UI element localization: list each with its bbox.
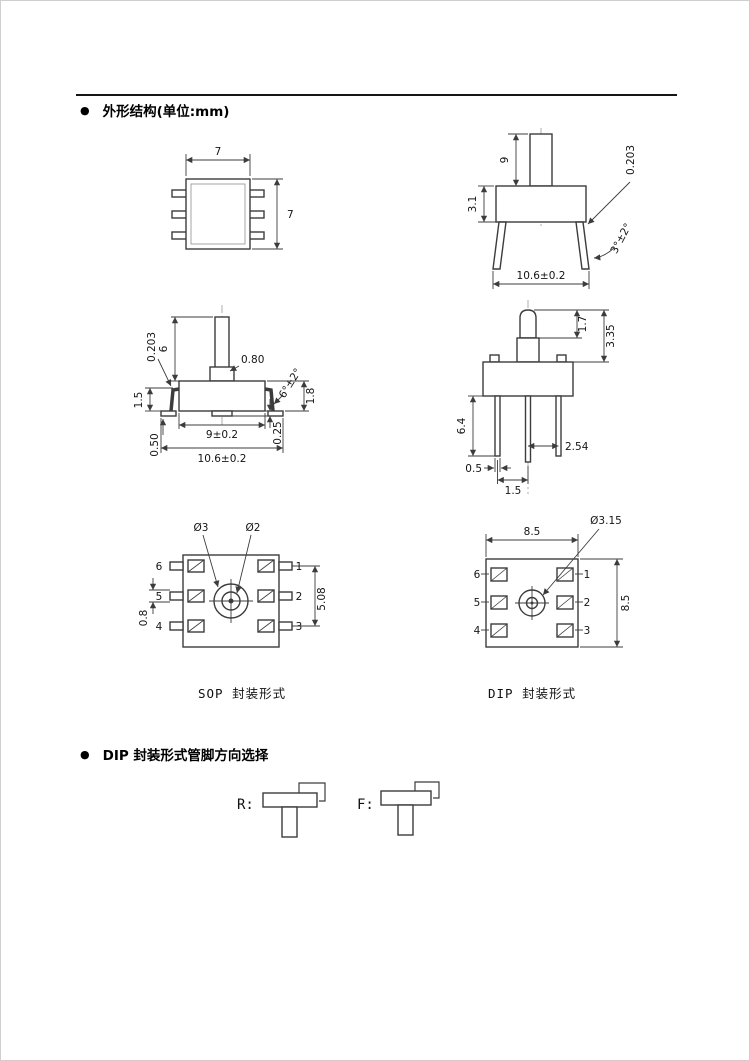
sop-side-body [160,316,284,417]
dim-sop-pedestal: 0.25 [272,421,284,444]
pin-number: 3 [296,621,303,633]
f-orientation-drawing: F: [357,781,440,836]
dim-dip-dia: Ø3.15 [590,515,622,527]
dim-sop-foot: 0.50 [149,433,161,456]
dim-dip-pitch: 2.54 [565,441,589,453]
sop-side-view-drawing: 0.203 6 0.80 6°±2° 1.8 1.5 0.50 9±0.2 [133,305,317,465]
bullet-icon: ● [80,747,90,761]
sop-bottom-view-drawing: Ø3 Ø2 6 5 4 1 2 3 0.8 5.08 [138,522,328,648]
dim-dip-offset: 1.5 [505,485,522,497]
dim-sop-shaft-height: 6 [158,345,170,352]
dim-sop-outer-dia: Ø3 [194,522,209,534]
dim-sop-inner-dia: Ø2 [246,522,261,534]
dim-dip-span: 10.6±0.2 [517,270,566,282]
dim-sop-pitch-span: 5.08 [316,587,328,610]
r-orientation-shape [262,782,326,838]
dim-dip-height: 8.5 [620,595,632,612]
outline-section-heading: ● 外形结构(单位:mm) [80,100,229,120]
dim-sop-lead-thickness: 0.203 [146,332,158,362]
dim-sop-top-width: 7 [215,146,222,158]
dip-bottom-body [485,558,579,648]
pin-number: 4 [156,621,163,633]
dim-sop-pad: 0.8 [138,610,150,627]
dim-dip-shaft-height: 9 [499,157,511,164]
dim-dip-body-height: 3.1 [467,196,479,213]
dim-sop-body-height: 1.8 [305,388,317,405]
dim-dip-shaft: 3.35 [605,324,617,347]
sop-package-label: SOP 封装形式 [198,686,287,701]
r-orientation-label: R: [237,797,254,813]
dim-dip-pin-width: 0.5 [465,463,482,475]
sop-bottom-body [169,554,293,648]
pin-number: 1 [296,561,303,573]
pin-direction-section-title: DIP 封装形式管脚方向选择 [102,748,269,764]
pin-number: 1 [584,569,591,581]
pin-number: 6 [474,569,481,581]
dip-side-dimensions: 1.7 3.35 6.4 2.54 0.5 1.5 [456,309,617,497]
dim-dip-lead-angle: 3°±2° [608,221,634,255]
section-divider [76,94,677,96]
dip-bottom-dimensions: 8.5 Ø3.15 8.5 6 5 4 1 2 3 [474,515,632,648]
dim-dip-tip: 1.7 [577,316,589,333]
dim-dip-pin-length: 6.4 [456,417,468,434]
dim-sop-top-height: 7 [287,209,294,221]
pin-number: 2 [584,597,591,609]
dim-dip-lead-thickness: 0.203 [625,145,637,175]
pin-number: 5 [474,597,481,609]
dim-dip-width: 8.5 [524,526,541,538]
dim-sop-standoff: 1.5 [133,392,145,409]
dim-sop-lead-angle: 6°±2° [277,366,304,400]
pin-number: 6 [156,561,163,573]
pin-number: 5 [156,591,163,603]
sop-top-dimensions: 7 7 [185,146,294,250]
dip-upper-body [492,133,590,270]
sop-bottom-dimensions: Ø3 Ø2 6 5 4 1 2 3 0.8 5.08 [138,522,328,633]
dim-sop-body-width: 9±0.2 [206,429,238,441]
pin-number: 4 [474,625,481,637]
dip-side-body [482,309,574,463]
f-orientation-label: F: [357,797,374,813]
bullet-icon: ● [80,103,90,117]
pin-number: 2 [296,591,303,603]
dip-package-label: DIP 封装形式 [488,686,577,701]
pin-number: 3 [584,625,591,637]
dip-side-upper-drawing: 9 3.1 0.203 3°±2° 10.6±0.2 [467,128,637,289]
outline-section-title: 外形结构(单位:mm) [102,104,230,120]
r-orientation-drawing: R: [237,782,326,838]
dim-sop-shaft-dia: 0.80 [241,354,264,366]
dim-sop-span: 10.6±0.2 [198,453,247,465]
dip-bottom-view-drawing: 8.5 Ø3.15 8.5 6 5 4 1 2 3 [474,515,632,648]
pin-direction-section-heading: ● DIP 封装形式管脚方向选择 [80,744,268,764]
dip-side-view-drawing: 1.7 3.35 6.4 2.54 0.5 1.5 [456,300,617,497]
sop-top-view-drawing: 7 7 [171,146,294,250]
f-orientation-shape [380,781,440,836]
sop-top-body [171,178,265,250]
